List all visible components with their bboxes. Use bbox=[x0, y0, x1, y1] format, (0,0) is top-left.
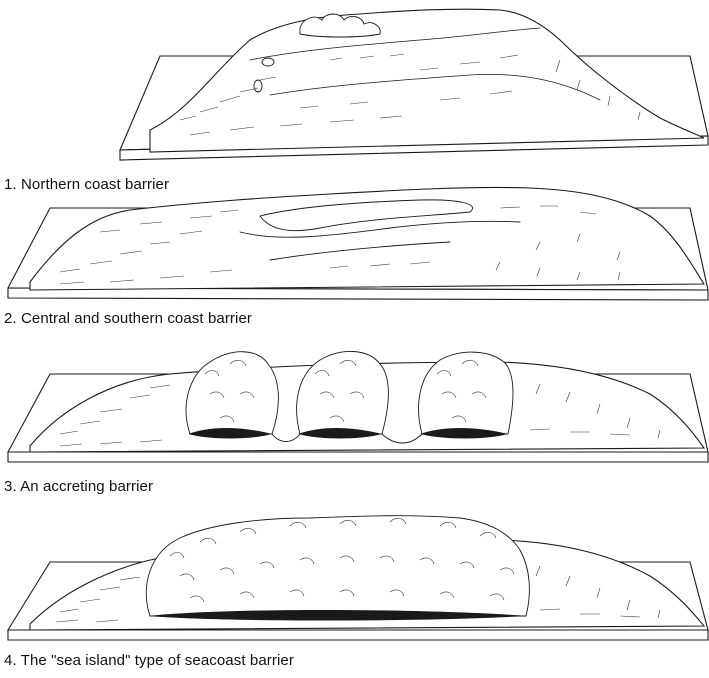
forest-clump-2 bbox=[297, 351, 389, 438]
slab-front bbox=[8, 452, 708, 462]
forest-clump-1 bbox=[186, 352, 278, 439]
diagram-panel-3: 3. An accreting barrier bbox=[0, 334, 709, 504]
caption-panel-3: 3. An accreting barrier bbox=[4, 478, 153, 495]
northern-barrier-illustration bbox=[0, 0, 709, 192]
maritime-forest bbox=[146, 516, 529, 621]
diagram-panel-1: 1. Northern coast barrier bbox=[0, 0, 709, 192]
caption-panel-4: 4. The "sea island" type of seacoast bar… bbox=[4, 652, 294, 669]
caption-panel-2: 2. Central and southern coast barrier bbox=[4, 310, 252, 327]
diagram-panel-2: 2. Central and southern coast barrier bbox=[0, 172, 709, 342]
diagram-panel-4: 4. The "sea island" type of seacoast bar… bbox=[0, 506, 709, 678]
slab-front bbox=[8, 630, 708, 640]
